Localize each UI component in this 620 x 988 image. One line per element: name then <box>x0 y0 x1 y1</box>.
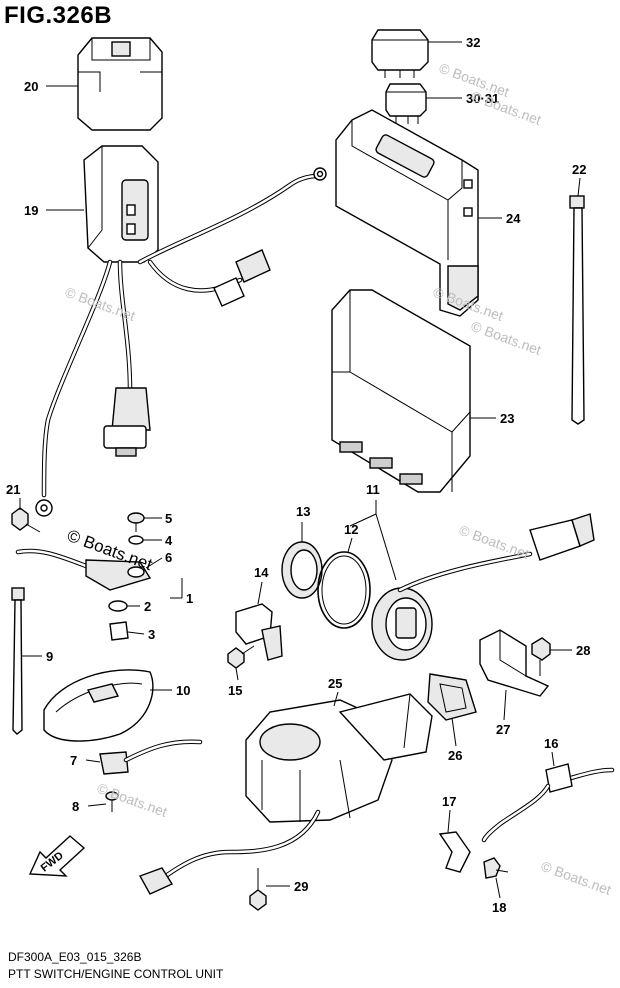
callout-5: 5 <box>165 511 172 526</box>
callout-18: 18 <box>492 900 506 915</box>
part-17-clamp <box>438 831 471 873</box>
callout-6: 6 <box>165 550 172 565</box>
part-13-nut <box>281 541 323 599</box>
part-16-harness <box>481 763 615 843</box>
part-8-screw <box>105 791 119 812</box>
part-10-switch-housing <box>43 669 154 742</box>
callouts: 20 19 32 30·31 24 23 22 21 5 4 6 1 2 3 9… <box>6 35 590 915</box>
callout-14: 14 <box>254 565 269 580</box>
part-30-31-relay <box>385 83 427 124</box>
part-9-cable-tie <box>11 587 25 735</box>
callout-3: 3 <box>148 627 155 642</box>
part-22-cable-tie <box>569 195 585 425</box>
watermark: © Boats.net <box>95 780 170 820</box>
callout-15: 15 <box>228 683 242 698</box>
part-19-harness <box>35 167 327 517</box>
callout-9: 9 <box>46 649 53 664</box>
callout-24: 24 <box>506 211 521 226</box>
callout-23: 23 <box>500 411 514 426</box>
leader-lines <box>19 41 581 899</box>
fwd-arrow <box>28 835 86 877</box>
part-27-bracket <box>479 629 550 697</box>
diagram-code: DF300A_E03_015_326B <box>8 950 142 964</box>
callout-4: 4 <box>165 533 173 548</box>
part-23-ecu <box>331 289 471 493</box>
part-20-cover <box>77 37 163 131</box>
part-4-washer <box>128 535 144 545</box>
part-25-trim-motor <box>138 693 433 895</box>
part-2-oring <box>108 600 128 612</box>
diagram-name: PTT SWITCH/ENGINE CONTROL UNIT <box>8 967 224 981</box>
part-6-sensor <box>15 548 152 591</box>
callout-27: 27 <box>496 722 510 737</box>
part-18-screw <box>483 857 509 879</box>
callout-17: 17 <box>442 794 456 809</box>
watermark: © Boats.net <box>457 522 532 562</box>
callout-2: 2 <box>144 599 151 614</box>
callout-11: 11 <box>366 482 380 497</box>
callout-28: 28 <box>576 643 590 658</box>
part-32-relay <box>371 29 429 78</box>
callout-12: 12 <box>344 522 358 537</box>
callout-7: 7 <box>70 753 77 768</box>
callout-10: 10 <box>176 683 190 698</box>
figure-title: FIG.326B <box>4 2 113 29</box>
part-19-control-unit <box>83 145 159 263</box>
callout-25: 25 <box>328 676 342 691</box>
callout-19: 19 <box>24 203 38 218</box>
part-7-switch <box>99 739 203 775</box>
part-26-bushing <box>427 673 477 721</box>
callout-20: 20 <box>24 79 38 94</box>
callout-13: 13 <box>296 504 310 519</box>
callout-30-31: 30·31 <box>466 91 499 106</box>
part-29-bolt <box>249 868 267 911</box>
watermark: © Boats.net <box>469 318 544 358</box>
callout-21: 21 <box>6 482 20 497</box>
part-15-bolt <box>227 645 255 669</box>
callout-1: 1 <box>186 591 193 606</box>
callout-26: 26 <box>448 748 462 763</box>
callout-32: 32 <box>466 35 480 50</box>
part-5-screw <box>127 512 145 532</box>
part-11-trim-switch <box>371 513 595 661</box>
callout-22: 22 <box>572 162 586 177</box>
callout-8: 8 <box>72 799 79 814</box>
callout-16: 16 <box>544 736 558 751</box>
callout-29: 29 <box>294 879 308 894</box>
part-24-bracket <box>335 109 479 317</box>
part-12-oring <box>317 551 371 629</box>
part-14-bracket <box>235 603 283 661</box>
part-3-clip <box>109 621 129 641</box>
watermark: © Boats.net <box>539 858 614 898</box>
part-21-bolt <box>11 507 41 533</box>
part-28-bolt <box>531 637 551 676</box>
